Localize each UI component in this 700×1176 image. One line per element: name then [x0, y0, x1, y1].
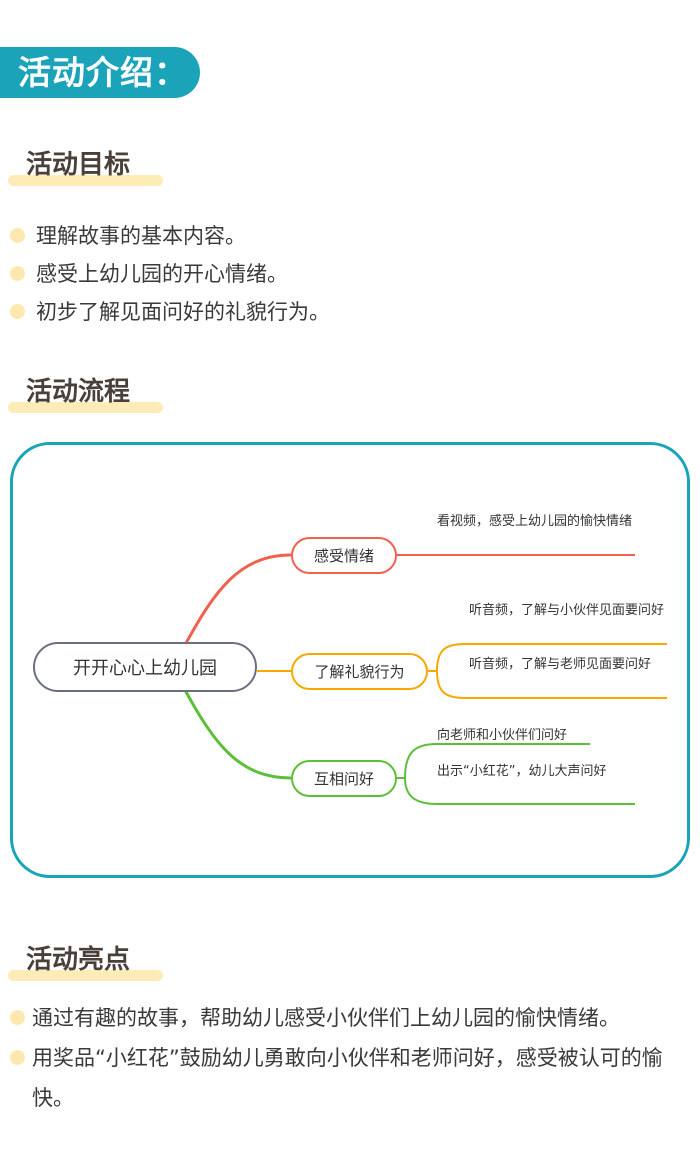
heading-underline	[8, 402, 163, 413]
leaf-text: 听音频，了解与小伙伴见面要问好	[469, 603, 665, 618]
goal-text: 初步了解见面问好的礼貌行为。	[36, 300, 330, 324]
list-item: 理解故事的基本内容。	[10, 217, 330, 255]
connector-red	[183, 553, 292, 646]
goal-text: 感受上幼儿园的开心情绪。	[36, 262, 288, 286]
connector-green	[183, 689, 292, 780]
branch-node: 感受情绪	[291, 537, 397, 574]
mindmap-frame	[10, 442, 690, 878]
list-item: 感受上幼儿园的开心情绪。	[10, 255, 330, 293]
leaf-line	[397, 743, 635, 805]
branch-node: 了解礼貌行为	[291, 653, 428, 690]
heading-underline	[8, 970, 163, 981]
list-item: 用奖品“小红花”鼓励幼儿勇敢向小伙伴和老师问好，感受被认可的愉快。	[10, 1038, 695, 1118]
highlights-title: 活动亮点	[26, 945, 131, 975]
bullet-icon	[10, 1010, 25, 1025]
highlight-text: 通过有趣的故事，帮助幼儿感受小伙伴们上幼儿园的愉快情绪。	[32, 1006, 620, 1030]
process-title: 活动流程	[26, 377, 131, 407]
highlight-text: 用奖品“小红花”鼓励幼儿勇敢向小伙伴和老师问好，感受被认可的愉快。	[32, 1046, 663, 1110]
mindmap-root: 开开心心上幼儿园	[33, 642, 257, 692]
list-item: 初步了解见面问好的礼貌行为。	[10, 293, 330, 331]
leaf-text: 向老师和小伙伴们问好	[437, 728, 568, 743]
goals-list: 理解故事的基本内容。 感受上幼儿园的开心情绪。 初步了解见面问好的礼貌行为。	[10, 217, 330, 331]
goal-text: 理解故事的基本内容。	[36, 224, 246, 248]
highlights-list: 通过有趣的故事，帮助幼儿感受小伙伴们上幼儿园的愉快情绪。 用奖品“小红花”鼓励幼…	[10, 998, 695, 1118]
intro-header: 活动介绍：	[0, 47, 200, 98]
bullet-icon	[10, 228, 25, 243]
bullet-icon	[10, 1050, 25, 1065]
bullet-icon	[10, 266, 25, 281]
leaf-text: 出示“小红花”，幼儿大声问好	[437, 764, 607, 779]
heading-underline	[8, 175, 163, 186]
branch-node: 互相问好	[291, 760, 397, 797]
leaf-line	[428, 643, 667, 699]
bullet-icon	[10, 304, 25, 319]
leaf-text: 看视频，感受上幼儿园的愉快情绪	[437, 514, 633, 529]
goals-title: 活动目标	[26, 150, 131, 180]
leaf-text: 听音频，了解与老师见面要问好	[469, 657, 652, 672]
list-item: 通过有趣的故事，帮助幼儿感受小伙伴们上幼儿园的愉快情绪。	[10, 998, 695, 1038]
